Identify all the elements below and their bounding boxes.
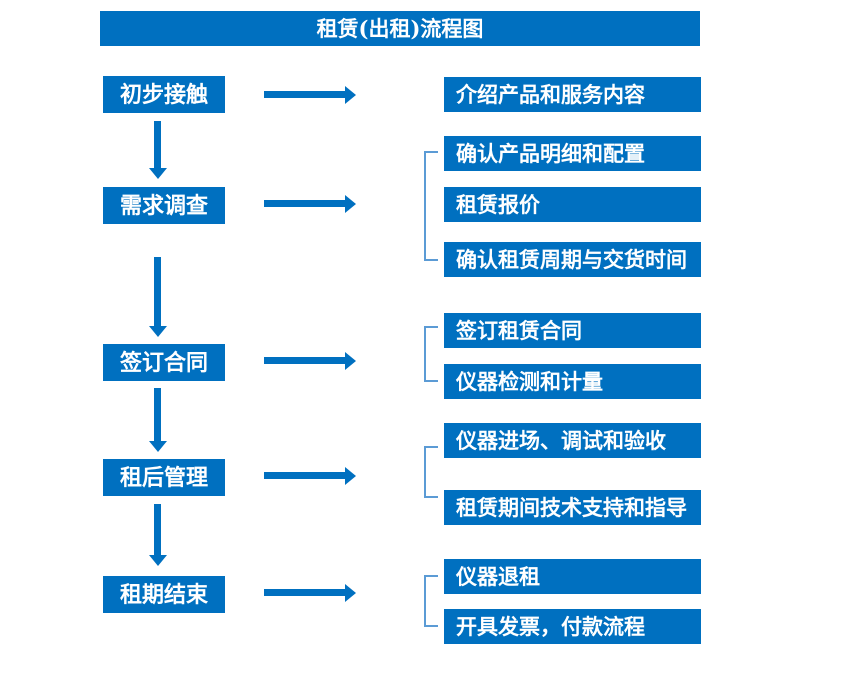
down-arrow-4 bbox=[149, 504, 167, 566]
arrow-head-icon bbox=[345, 352, 356, 370]
arrow-stem bbox=[154, 257, 161, 327]
detail-box-instrument-setup: 仪器进场、调试和验收 bbox=[444, 423, 701, 458]
detail-box-rental-quote: 租赁报价 bbox=[444, 187, 701, 222]
bracket-sign-contract-group bbox=[424, 326, 438, 382]
down-arrow-1 bbox=[149, 121, 167, 179]
arrow-head-icon bbox=[149, 168, 167, 179]
arrow-stem bbox=[264, 589, 346, 596]
arrow-head-icon bbox=[345, 584, 356, 602]
down-arrow-3 bbox=[149, 388, 167, 452]
detail-box-instrument-testing: 仪器检测和计量 bbox=[444, 364, 701, 399]
arrow-head-icon bbox=[345, 195, 356, 213]
arrow-stem bbox=[264, 200, 346, 207]
detail-box-introduce-products: 介绍产品和服务内容 bbox=[444, 77, 701, 112]
arrow-stem bbox=[264, 91, 346, 98]
arrow-head-icon bbox=[149, 555, 167, 566]
detail-box-instrument-return: 仪器退租 bbox=[444, 559, 701, 594]
step-box-initial-contact: 初步接触 bbox=[103, 76, 225, 113]
step-box-post-rental: 租后管理 bbox=[103, 459, 225, 496]
arrow-stem bbox=[264, 472, 346, 479]
right-arrow-post-rental bbox=[264, 467, 356, 485]
right-arrow-demand-survey bbox=[264, 195, 356, 213]
detail-box-invoice-payment: 开具发票，付款流程 bbox=[444, 609, 701, 644]
right-arrow-initial-contact bbox=[264, 86, 356, 104]
detail-box-tech-support: 租赁期间技术支持和指导 bbox=[444, 490, 701, 525]
step-box-sign-contract: 签订合同 bbox=[103, 344, 225, 381]
detail-box-sign-rental-contract: 签订租赁合同 bbox=[444, 313, 701, 348]
step-box-rental-end: 租期结束 bbox=[103, 576, 225, 613]
right-arrow-sign-contract bbox=[264, 352, 356, 370]
bracket-post-rental-group bbox=[424, 446, 438, 498]
right-arrow-rental-end bbox=[264, 584, 356, 602]
bracket-rental-end-group bbox=[424, 575, 438, 627]
arrow-stem bbox=[154, 388, 161, 442]
arrow-head-icon bbox=[149, 441, 167, 452]
arrow-stem bbox=[264, 357, 346, 364]
arrow-head-icon bbox=[345, 467, 356, 485]
bracket-demand-survey-group bbox=[424, 151, 438, 261]
arrow-head-icon bbox=[345, 86, 356, 104]
arrow-stem bbox=[154, 121, 161, 169]
arrow-head-icon bbox=[149, 326, 167, 337]
detail-box-confirm-product-spec: 确认产品明细和配置 bbox=[444, 136, 701, 171]
detail-box-confirm-period: 确认租赁周期与交货时间 bbox=[444, 242, 701, 277]
arrow-stem bbox=[154, 504, 161, 556]
flowchart-title: 租赁(出租)流程图 bbox=[100, 11, 700, 46]
down-arrow-2 bbox=[149, 257, 167, 337]
step-box-demand-survey: 需求调查 bbox=[103, 187, 225, 224]
